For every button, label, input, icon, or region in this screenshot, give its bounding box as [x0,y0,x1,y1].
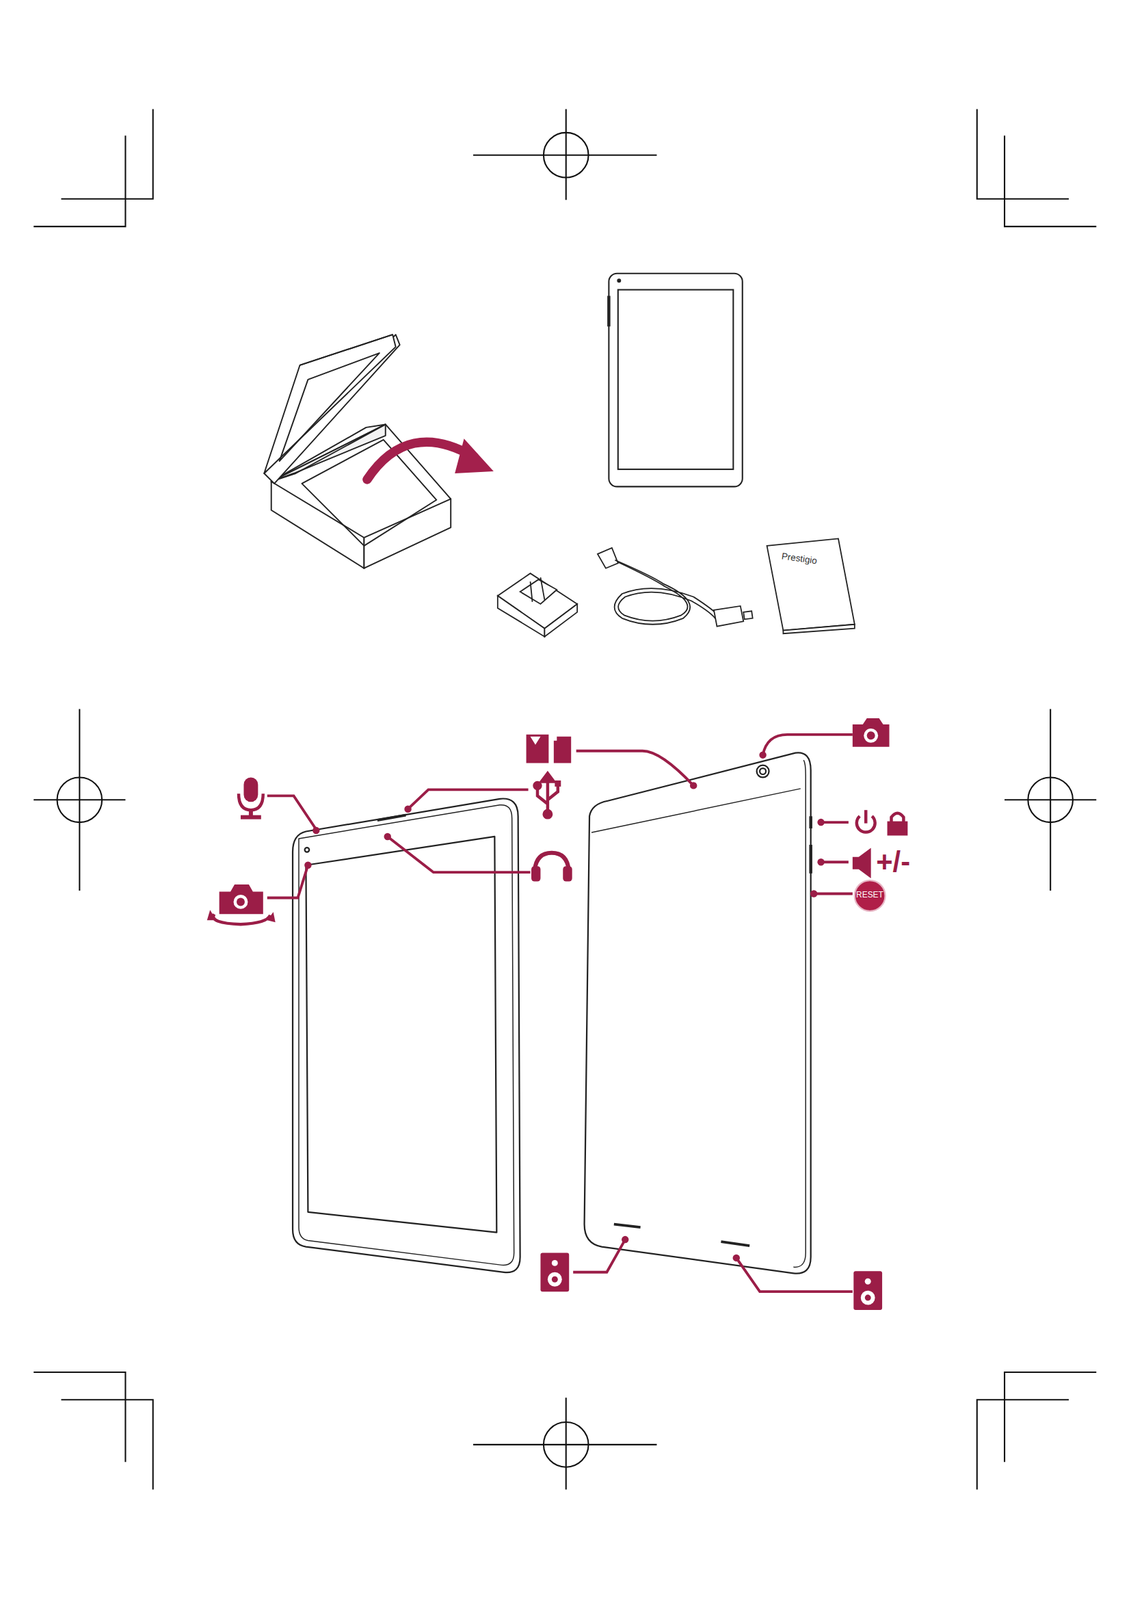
memory-card-icon [526,734,572,764]
headphones-icon [531,852,573,882]
front-camera-icon [207,884,276,924]
tablet-front [292,798,521,1273]
unbox-arrow [367,441,475,480]
tablet-top-view [608,273,742,487]
microphone-icon [238,776,264,819]
speaker-icon [540,1252,569,1292]
manual-booklet [767,538,855,634]
charger [497,573,578,636]
rear-camera-icon [852,717,890,747]
unbox-arrowhead [454,438,494,474]
volume-icon [852,847,872,878]
reset-button [854,880,886,911]
speaker-icon [853,1270,883,1310]
leader-dots [304,750,825,1261]
reset-label: RESET [856,891,884,900]
crop-marks [33,109,1097,1490]
usb-icon [534,773,562,818]
usb-cable [597,547,753,627]
leader-lines [267,734,853,1292]
volume-label: +/- [875,847,911,876]
open-box [263,334,451,569]
power-lock-icon [856,809,909,835]
icons [207,717,909,1310]
tablet-back [584,752,811,1273]
